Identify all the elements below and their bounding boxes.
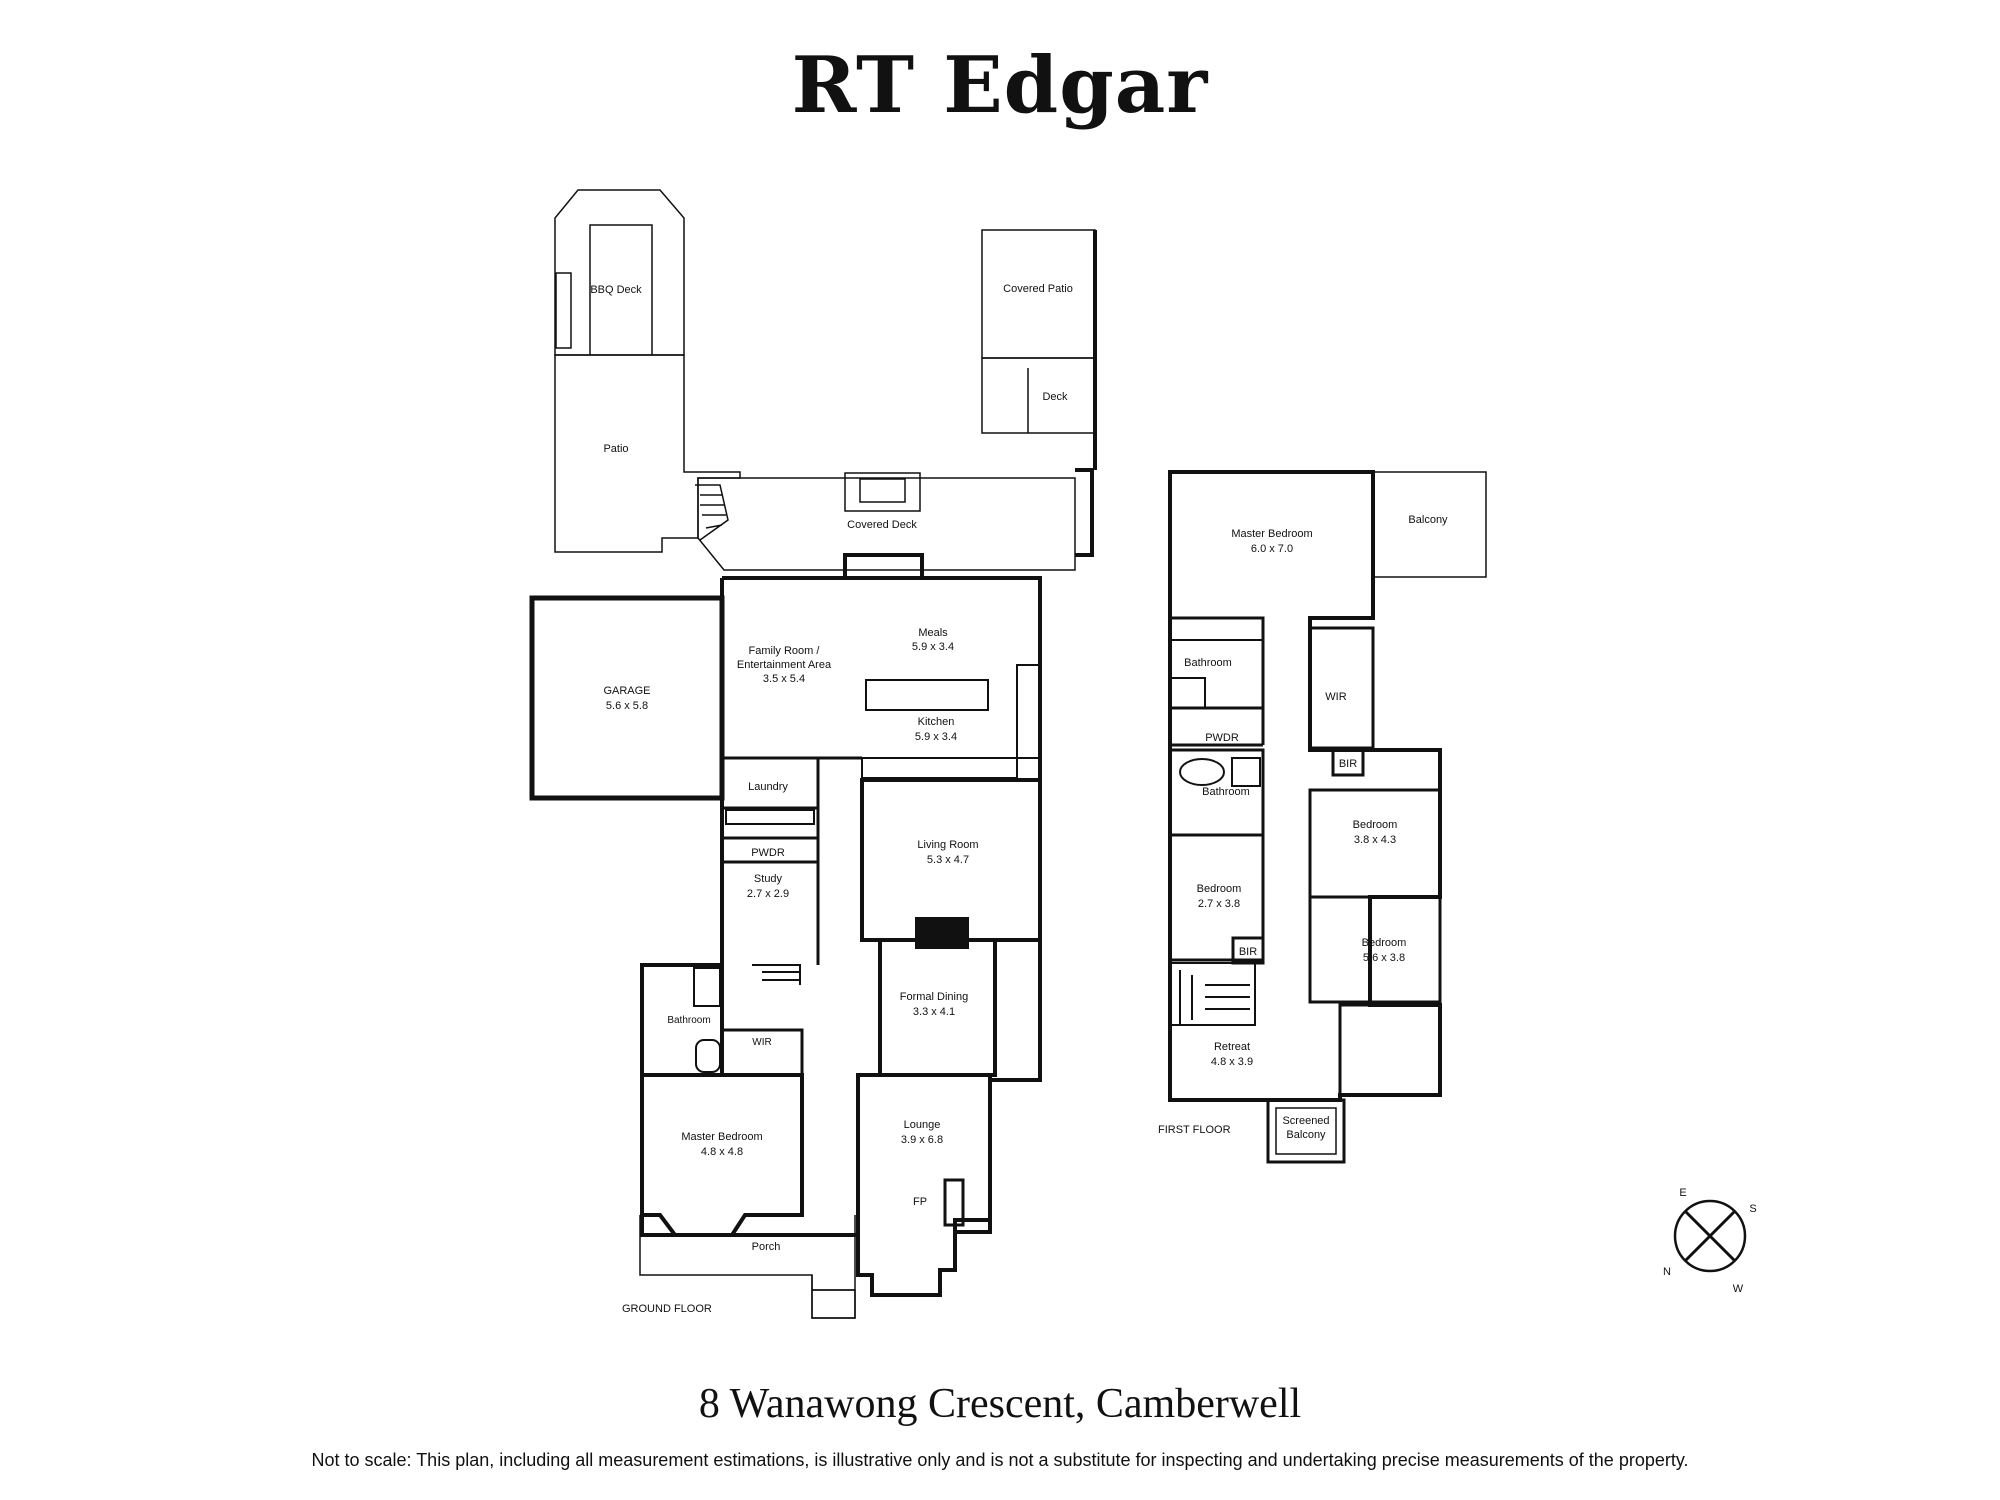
label-covered-deck: Covered Deck	[847, 519, 917, 531]
label-first-master: Master Bedroom	[1231, 528, 1312, 540]
label-first-pwdr: PWDR	[1205, 732, 1239, 744]
bbq-deck-inner	[589, 224, 653, 355]
label-first-bir-2: BIR	[1239, 946, 1257, 958]
label-bbq-deck: BBQ Deck	[590, 284, 642, 296]
fireplace-block	[915, 917, 969, 949]
label-kitchen: Kitchen	[918, 716, 955, 728]
shower	[693, 967, 721, 1007]
label-study: Study	[754, 873, 783, 885]
label-fp: FP	[913, 1196, 927, 1208]
covered-deck-outline	[697, 477, 1076, 571]
label-screened-2: Balcony	[1286, 1129, 1326, 1141]
patio-outline	[554, 354, 741, 553]
bbq-deck-outline	[554, 189, 685, 356]
label-deck: Deck	[1042, 391, 1068, 403]
label-garage-size: 5.6 x 5.8	[606, 700, 648, 712]
label-formal-dining-size: 3.3 x 4.1	[913, 1006, 955, 1018]
bath-tub	[695, 1039, 721, 1073]
bedroom-5-6-outline	[1308, 895, 1442, 1004]
bbq-unit-inner	[859, 478, 906, 503]
bbq-unit	[844, 472, 921, 512]
compass-rose	[1673, 1199, 1747, 1273]
lounge-fireplace	[943, 1178, 965, 1227]
label-living-room-size: 5.3 x 4.7	[927, 854, 969, 866]
label-first-master-size: 6.0 x 7.0	[1251, 543, 1293, 555]
property-address: 8 Wanawong Crescent, Camberwell	[698, 1381, 1302, 1427]
ground-floor-plan	[529, 189, 1097, 1319]
label-laundry: Laundry	[748, 781, 788, 793]
lounge-outline	[856, 1073, 992, 1297]
ground-master-bedroom-outline	[640, 1073, 804, 1237]
label-study-size: 2.7 x 2.9	[747, 888, 789, 900]
ground-main-wall	[722, 576, 1042, 1297]
label-bedroom-3: Bedroom	[1362, 937, 1407, 949]
label-family-room-size: 3.5 x 5.4	[763, 673, 805, 685]
label-meals: Meals	[918, 627, 948, 639]
label-family-room-2: Entertainment Area	[737, 659, 832, 671]
label-first-floor: FIRST FLOOR	[1158, 1124, 1231, 1136]
label-bedroom-3-size: 5.6 x 3.8	[1363, 952, 1405, 964]
label-bedroom-1-size: 3.8 x 4.3	[1354, 834, 1396, 846]
garage-outline	[529, 595, 725, 801]
label-patio: Patio	[603, 443, 628, 455]
label-pwdr: PWDR	[751, 847, 785, 859]
disclaimer-text: Not to scale: This plan, including all m…	[311, 1450, 1689, 1470]
retreat-bay	[1338, 1003, 1442, 1097]
steps	[695, 484, 729, 541]
label-retreat-size: 4.8 x 3.9	[1211, 1056, 1253, 1068]
label-first-wir: WIR	[1325, 691, 1346, 703]
label-formal-dining: Formal Dining	[900, 991, 968, 1003]
label-lounge-size: 3.9 x 6.8	[901, 1134, 943, 1146]
label-family-room-1: Family Room /	[749, 645, 821, 657]
label-bedroom-2: Bedroom	[1197, 883, 1242, 895]
first-stair	[1170, 962, 1256, 1026]
kitchen-side-bench	[1016, 664, 1041, 759]
label-ground-wir: WIR	[752, 1037, 771, 1048]
brand-logo: RT Edgar	[791, 40, 1209, 131]
label-garage: GARAGE	[603, 685, 650, 697]
compass-s: S	[1749, 1203, 1756, 1215]
label-lounge: Lounge	[904, 1119, 941, 1131]
label-retreat: Retreat	[1214, 1041, 1250, 1053]
bbq-counter	[555, 272, 572, 349]
label-covered-patio: Covered Patio	[1003, 283, 1073, 295]
compass-w: W	[1733, 1283, 1744, 1295]
label-ground-master: Master Bedroom	[681, 1131, 762, 1143]
label-balcony: Balcony	[1408, 514, 1448, 526]
bir-first-1	[1331, 748, 1365, 777]
laundry-bench	[725, 809, 815, 825]
label-bedroom-2-size: 2.7 x 3.8	[1198, 898, 1240, 910]
label-ground-master-size: 4.8 x 4.8	[701, 1146, 743, 1158]
label-first-bir-1: BIR	[1339, 758, 1357, 770]
kitchen-island	[865, 679, 989, 711]
label-first-bathroom-1: Bathroom	[1184, 657, 1232, 669]
covered-deck-wall	[1075, 468, 1094, 557]
compass-e: E	[1679, 1187, 1686, 1199]
first-floor-plan	[1168, 470, 1487, 1164]
screened-balcony-outline	[1266, 1098, 1346, 1164]
label-first-bathroom-2: Bathroom	[1202, 786, 1250, 798]
wir-first	[1308, 626, 1375, 750]
kitchen-bench	[861, 757, 1018, 779]
bedroom-2-7-outline	[1168, 833, 1265, 962]
balcony-outline	[1372, 471, 1487, 578]
label-meals-size: 5.9 x 3.4	[912, 641, 954, 653]
compass-n: N	[1663, 1266, 1671, 1278]
deck-outline	[981, 357, 1096, 434]
label-ground-floor: GROUND FLOOR	[622, 1303, 712, 1315]
label-screened-1: Screened	[1282, 1115, 1329, 1127]
label-ground-bathroom: Bathroom	[667, 1015, 710, 1026]
label-kitchen-size: 5.9 x 3.4	[915, 731, 957, 743]
label-bedroom-1: Bedroom	[1353, 819, 1398, 831]
label-living-room: Living Room	[917, 839, 978, 851]
label-porch: Porch	[752, 1241, 781, 1253]
